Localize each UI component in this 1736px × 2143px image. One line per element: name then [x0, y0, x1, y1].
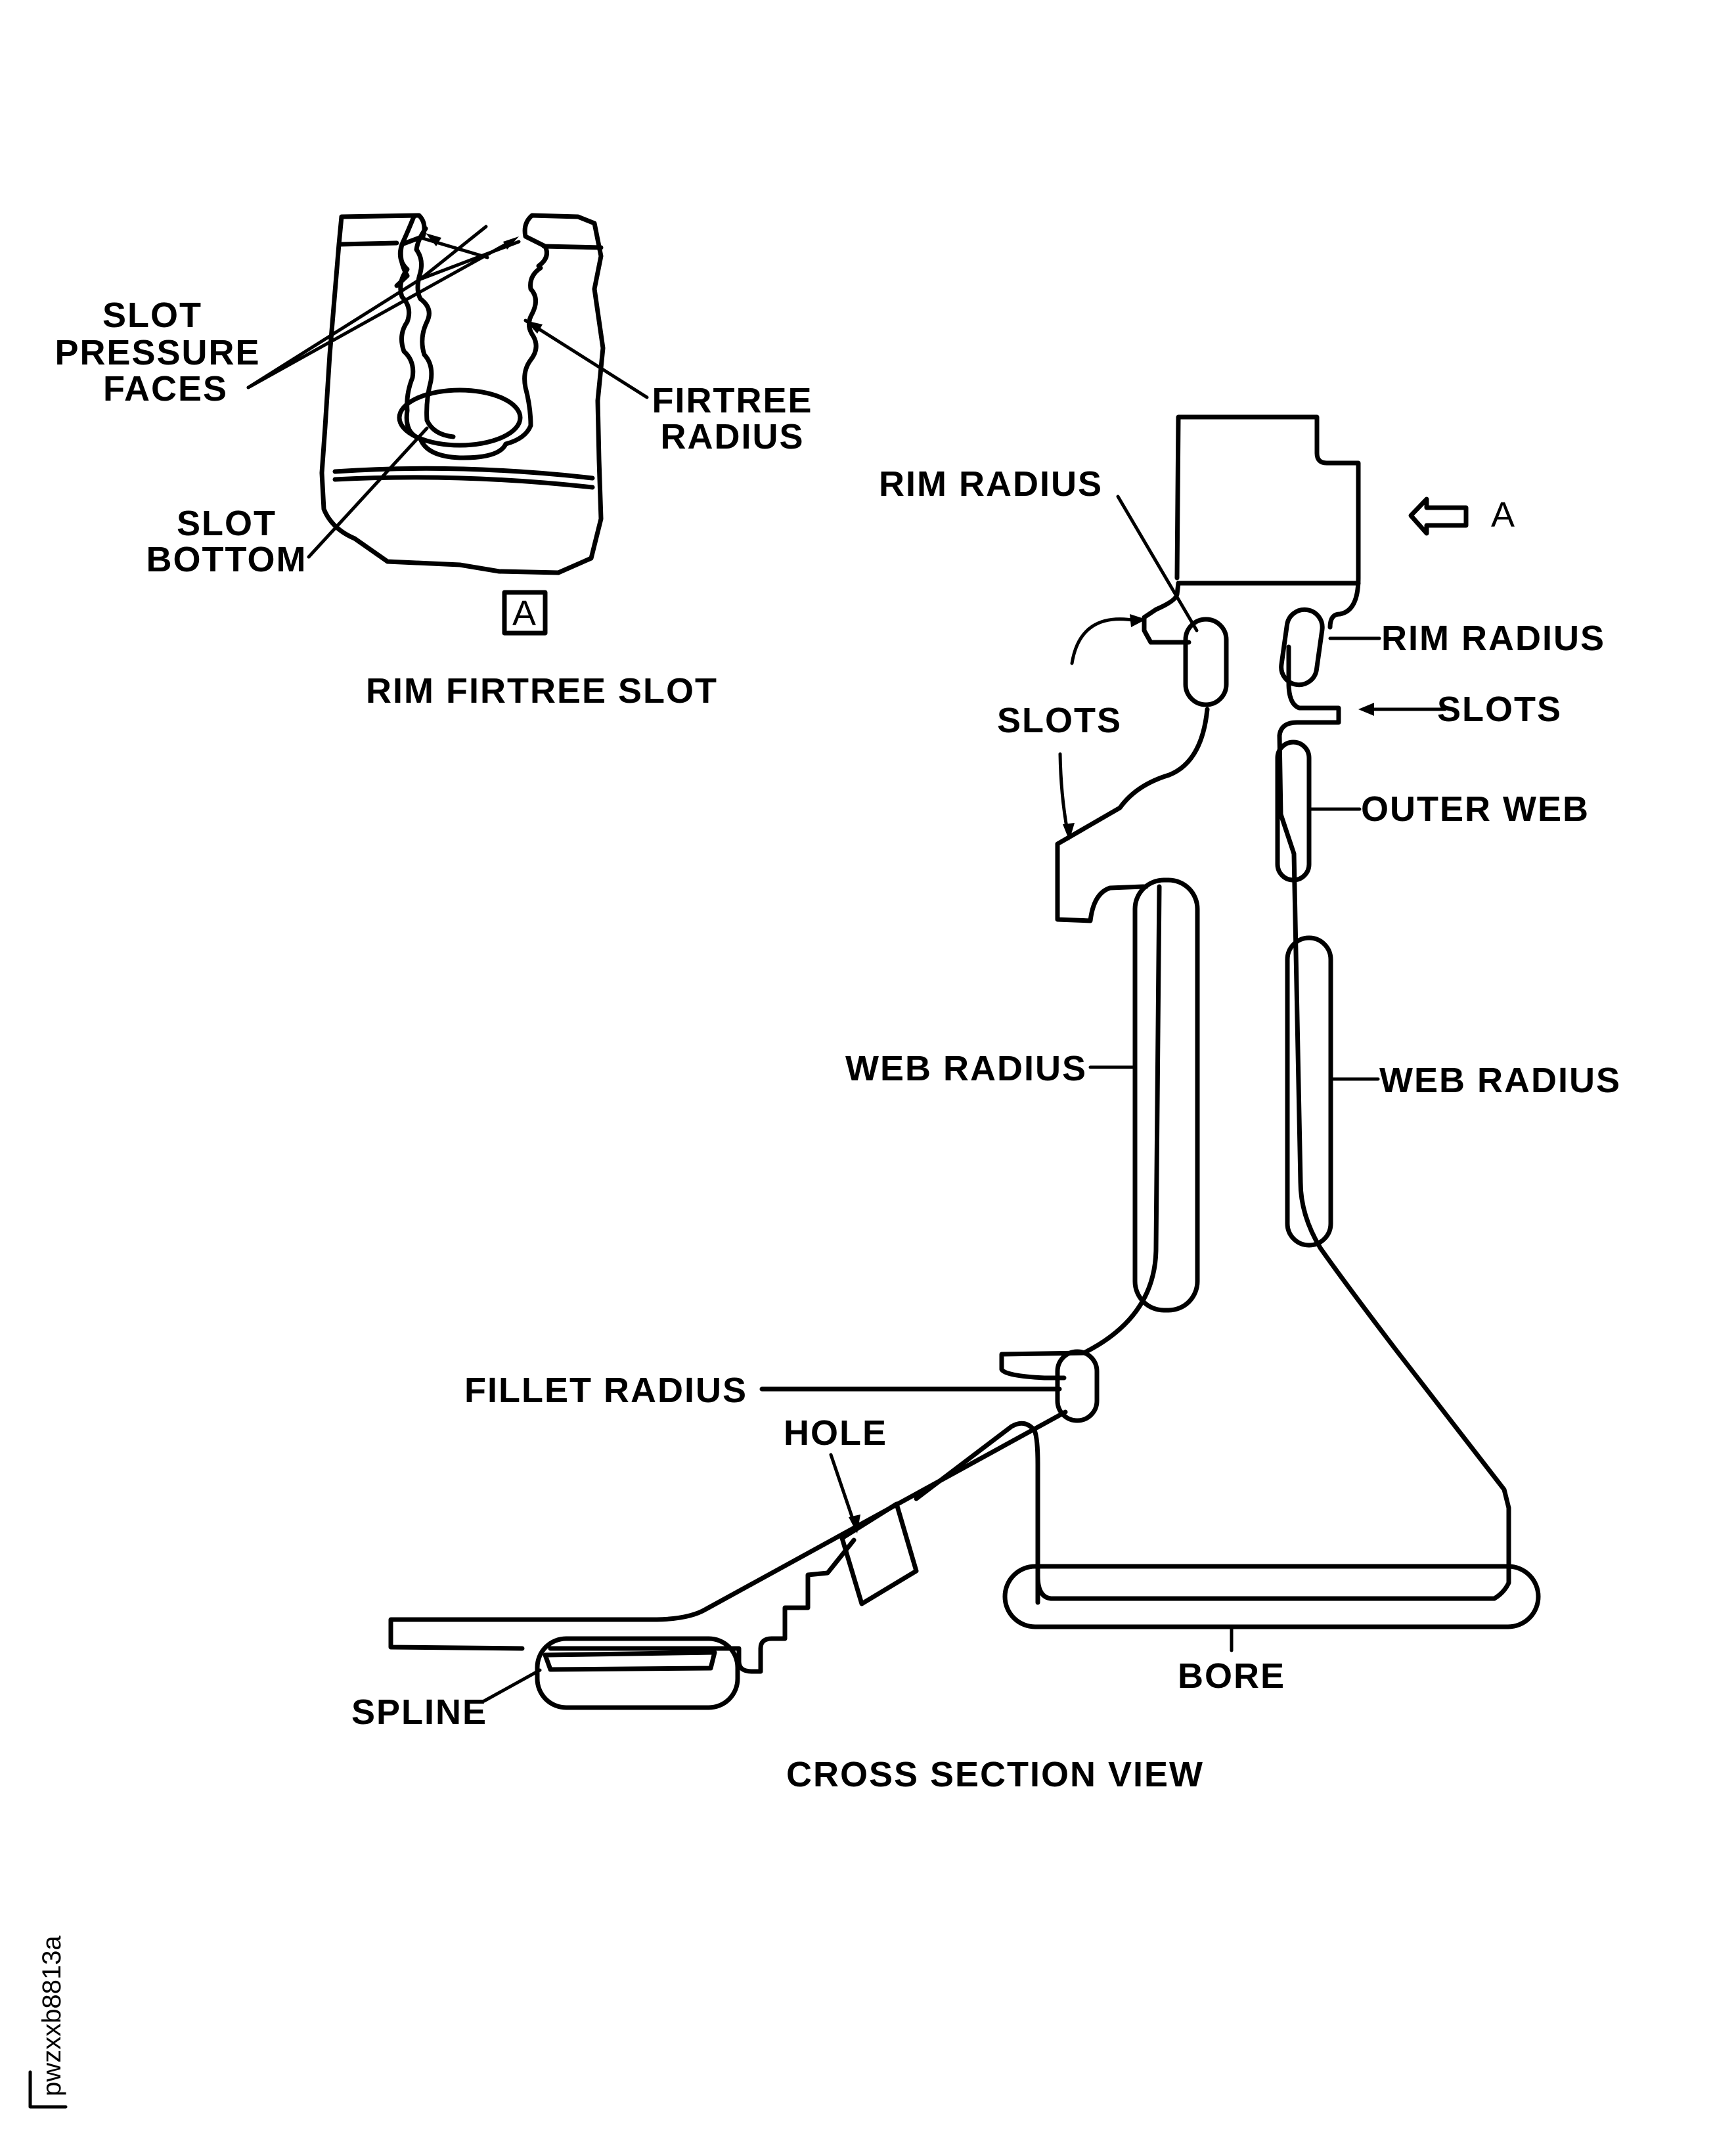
arrowhead-hole — [849, 1514, 860, 1534]
label-web-radius-left: WEB RADIUS — [845, 1049, 1087, 1088]
bore-capsule — [1002, 1564, 1541, 1629]
web-radius-capsule-right — [1285, 935, 1333, 1248]
disk-bore-arm — [914, 1421, 1040, 1605]
rim-block — [1174, 414, 1361, 630]
detail-top-band — [338, 240, 604, 250]
detail-caption: RIM FIRTREE SLOT — [366, 671, 718, 711]
label-slot-bottom-2: BOTTOM — [146, 540, 307, 579]
leader-slot-pressure-faces-a — [246, 242, 508, 389]
rim-radius-capsule-right — [1279, 607, 1325, 688]
cross-section-view: A RIM RADIUS RIM RADIUS SLOTS SLOTS OUTE… — [351, 414, 1621, 1794]
view-marker-box — [502, 590, 548, 636]
cross-section-caption: CROSS SECTION VIEW — [786, 1755, 1204, 1794]
rim-radius-capsule-left — [1183, 617, 1229, 707]
label-firtree-radius-1: FIRTREE — [652, 381, 812, 420]
figure-id: pwzxxb8813a — [37, 1935, 66, 2096]
leader-slots-left-down — [1058, 752, 1069, 833]
label-outer-web: OUTER WEB — [1361, 789, 1590, 829]
label-slots-left: SLOTS — [997, 701, 1122, 740]
figure-id-corner-mark — [28, 2070, 68, 2109]
detail-lower-band — [332, 466, 595, 490]
label-slot-bottom-1: SLOT — [177, 504, 277, 543]
view-arrow-letter: A — [1491, 495, 1516, 535]
arrowhead-slots-left-up — [1130, 614, 1146, 627]
detail-firtree-right — [503, 265, 543, 447]
leader-slot-bottom — [307, 426, 429, 559]
view-marker-letter: A — [512, 594, 537, 633]
spline-teeth — [543, 1650, 717, 1672]
disk-web-cone — [388, 1409, 1068, 1674]
arrowhead-slots-right — [1358, 703, 1374, 716]
detail-firtree-left — [397, 214, 423, 441]
leader-firtree-radius — [523, 319, 649, 399]
label-slot-pressure-faces-1: SLOT — [102, 296, 202, 335]
label-slots-right: SLOTS — [1437, 690, 1562, 729]
arrowhead-pressure-face-right — [503, 236, 519, 250]
disk-left-lower-profile — [999, 884, 1162, 1381]
leader-spline — [482, 1668, 542, 1703]
arrowhead-slots-left-down — [1063, 823, 1075, 841]
slot-bottom-ellipse — [397, 387, 523, 448]
arrowhead-firtree-radius — [525, 320, 543, 334]
web-radius-capsule-left — [1132, 877, 1200, 1313]
label-fillet-radius: FILLET RADIUS — [464, 1371, 747, 1410]
label-slot-pressure-faces-2: PRESSURE — [55, 333, 260, 372]
label-bore: BORE — [1178, 1656, 1285, 1696]
hole-outline — [839, 1501, 919, 1606]
fillet-radius-capsule — [1055, 1349, 1100, 1423]
bore-face — [1035, 644, 1511, 1601]
label-slot-pressure-faces-3: FACES — [103, 369, 228, 409]
label-rim-radius-right: RIM RADIUS — [1381, 619, 1605, 658]
leader-slots-left-up — [1070, 617, 1138, 665]
label-hole: HOLE — [784, 1413, 887, 1453]
label-spline: SPLINE — [351, 1692, 487, 1732]
leader-rim-radius-left — [1116, 495, 1199, 632]
label-rim-radius-left: RIM RADIUS — [879, 464, 1103, 504]
label-firtree-radius-2: RADIUS — [660, 417, 804, 456]
outer-web-capsule — [1275, 740, 1312, 883]
detail-slot-bottom-curve — [418, 436, 508, 460]
detail-firtree-left-inner — [414, 226, 456, 439]
view-arrow-icon — [1408, 497, 1469, 536]
figure-id-block: pwzxxb8813a — [28, 1935, 68, 2109]
label-web-radius-right: WEB RADIUS — [1379, 1061, 1621, 1100]
leader-hole — [829, 1453, 856, 1524]
firtree-slot-detail: SLOT PRESSURE FACES FIRTREE RADIUS SLOT … — [55, 213, 812, 711]
arrowhead-pressure-face-left — [426, 233, 441, 246]
